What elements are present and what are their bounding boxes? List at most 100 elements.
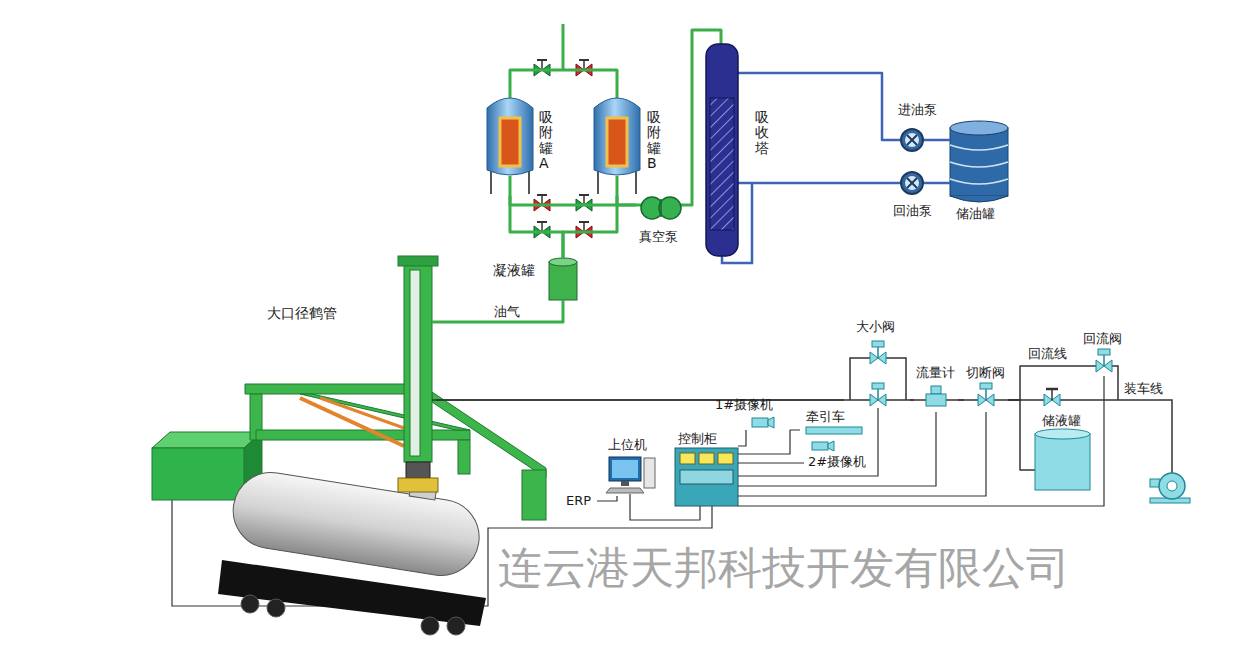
valve-group: 大小阀: [844, 318, 910, 408]
oil-pump: 进油泵: [890, 100, 942, 154]
loading-crane: [406, 462, 430, 478]
condensate-tank-drawing: [549, 262, 577, 300]
adsorption-tank-drawing: [509, 88, 512, 98]
control-cabinet-drawing: [675, 448, 738, 512]
oil-storage-tank-drawing: [950, 121, 1008, 135]
node-label: 凝液罐: [493, 262, 535, 278]
pipeline-valves: [870, 341, 886, 364]
flow-meter-drawing: [926, 386, 946, 406]
control-cabinet-drawing: [699, 506, 700, 512]
tank-car: [447, 617, 465, 635]
hydraulic-station: [152, 432, 262, 448]
loading-crane: [404, 262, 432, 462]
liquid-tank-drawing: [1035, 429, 1090, 490]
adsorption-tank-drawing: [607, 118, 627, 166]
tractor: 牵引车: [800, 409, 866, 437]
liquid-tank-drawing: [1035, 434, 1090, 490]
oil-pump-drawing: [890, 182, 901, 185]
loading-crane: [458, 440, 470, 474]
liquid-tank-drawing: [1035, 429, 1090, 439]
edge-label: 回流线: [1026, 347, 1069, 362]
flow-meter: 流量计: [914, 364, 958, 412]
liquid-pipe: [1008, 400, 1030, 470]
condensate-tank: 凝液罐: [490, 258, 582, 304]
oil-pump-drawing: [901, 129, 923, 151]
tank-car: [228, 457, 486, 581]
oil-pump-drawing: [901, 172, 923, 194]
loading-pump: [1150, 473, 1190, 503]
absorption-tower-drawing: [710, 98, 734, 230]
label-holder: ERP: [566, 494, 591, 509]
tank-car: [228, 467, 485, 581]
adsorption-tank-drawing: [594, 88, 640, 196]
vacuum-pump-drawing: [659, 197, 681, 219]
tractor-drawing: [806, 427, 862, 434]
liquid-pipe: [436, 399, 844, 401]
pipeline-valves: [978, 383, 994, 406]
tank-car: [241, 595, 259, 613]
oil-pump-drawing: [923, 182, 942, 185]
signal-wire: [738, 430, 800, 454]
manifold-valves: [534, 195, 550, 211]
tractor-drawing: [806, 427, 862, 434]
gas-outlet-pipe: [562, 24, 565, 70]
absorption-tower-drawing: [706, 36, 775, 263]
label-holder: 回流线: [1026, 347, 1069, 362]
adsorption-tank-drawing: [500, 118, 520, 166]
signal-wire: [738, 376, 1104, 506]
loading-crane: [432, 392, 546, 478]
gas-pipe: [686, 30, 721, 205]
host-computer-drawing: [609, 457, 641, 481]
liquid-pipe: [958, 399, 964, 401]
oil-storage-tank-drawing: [950, 145, 1008, 150]
oil-storage-tank-drawing: [950, 121, 1008, 202]
absorption-tower-drawing: [738, 182, 775, 185]
oil-pump: 回油泵: [890, 168, 942, 222]
adsorption-tank-drawing: [616, 176, 619, 196]
camera-drawing: [828, 441, 834, 451]
signal-wire: [738, 462, 804, 463]
oil-storage-tank-drawing: [950, 179, 1008, 184]
node-label: 1#摄像机: [715, 398, 773, 413]
adsorption-tank-drawing: [487, 98, 533, 175]
loading-crane: [256, 430, 470, 440]
camera-drawing: [768, 417, 774, 428]
system-label: ERP: [566, 494, 591, 509]
adsorption-tank-drawing: [487, 88, 533, 196]
shutoff-valve: 切断阀: [964, 364, 1008, 412]
node-label: 吸收塔: [755, 110, 769, 156]
node-label: 储液罐: [1042, 414, 1081, 429]
gas-outlet-pipe: [563, 24, 564, 70]
camera: 1#摄像机: [712, 396, 776, 430]
adsorption-tank-drawing: [509, 176, 512, 196]
node-label: 2#摄像机: [808, 455, 866, 470]
absorption-tower-drawing: [706, 44, 738, 256]
signal-wire: [738, 412, 986, 496]
gas-pipe: [436, 304, 563, 322]
manifold-valves: [576, 222, 592, 238]
control-cabinet-drawing: [680, 470, 733, 484]
host-computer-drawing: [621, 481, 629, 486]
label-holder: 连云港天邦科技开发有限公司: [498, 543, 1070, 594]
loading-pump: [1167, 481, 1177, 491]
oil-pipe: [775, 182, 890, 185]
adsorption-tank: 吸附罐A: [483, 88, 557, 196]
flow-meter-drawing: [926, 394, 946, 406]
node-label: 吸附罐A: [539, 110, 553, 172]
host-computer-drawing: [597, 496, 617, 501]
node-label: 进油泵: [898, 103, 937, 118]
condensate-tank-drawing: [549, 258, 577, 304]
liquid-storage-tank: 储液罐: [1030, 412, 1094, 494]
condensate-tank-drawing: [549, 258, 577, 266]
gas-pipe: [563, 196, 617, 258]
label-holder: 油气: [492, 305, 522, 320]
node-label: 控制柜: [678, 432, 717, 447]
adsorption-tank: 吸附罐B: [590, 88, 664, 196]
adsorption-tank-drawing: [594, 98, 640, 175]
loading-crane: [245, 256, 546, 520]
host-computer-drawing: [612, 460, 638, 478]
loading-pipeline: [1112, 366, 1118, 400]
node-label: 上位机: [608, 438, 647, 453]
liquid-pipe: [910, 399, 914, 401]
